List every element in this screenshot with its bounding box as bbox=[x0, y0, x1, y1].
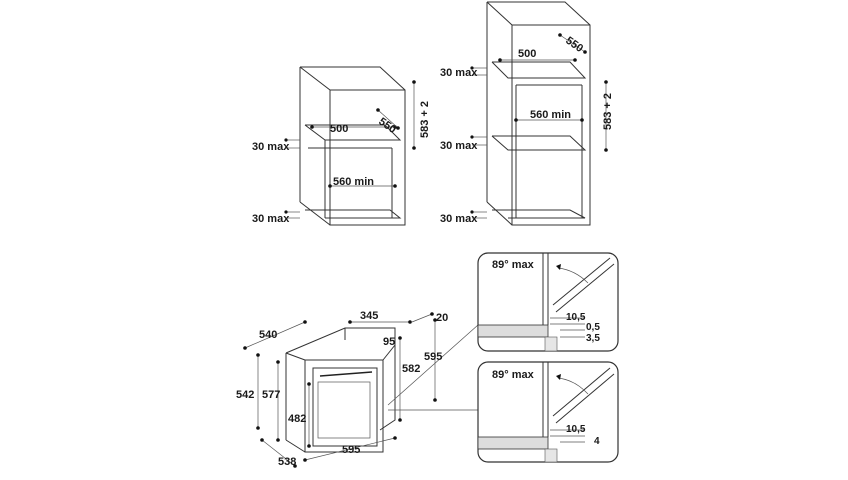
detail-bottom-angle: 89° max bbox=[492, 369, 535, 381]
small-gap-bottom: 30 max bbox=[252, 213, 290, 225]
tall-inner-width: 560 min bbox=[530, 109, 571, 121]
cabinet-tall: 500 550 583 + 2 30 max 560 min 30 max 30… bbox=[440, 1, 614, 226]
oven-depth-bottom: 538 bbox=[278, 456, 296, 468]
tall-width-top: 500 bbox=[518, 48, 536, 60]
oven-height-window: 482 bbox=[288, 413, 306, 425]
detail-panel-bottom: 89° max 10,5 4 bbox=[477, 361, 619, 463]
tall-gap-mid: 30 max bbox=[440, 140, 478, 152]
oven-depth-top: 540 bbox=[259, 329, 277, 341]
cabinet-small: 500 550 583 + 2 30 max 560 min 30 max bbox=[252, 66, 431, 226]
oven-height-left2: 577 bbox=[262, 389, 280, 401]
oven-offset-side: 95 bbox=[383, 336, 395, 348]
oven-height-left: 542 bbox=[236, 389, 254, 401]
oven-diagram: 540 345 20 95 595 582 542 577 482 595 53… bbox=[236, 310, 479, 468]
tall-depth: 550 bbox=[563, 35, 585, 55]
tall-height: 583 + 2 bbox=[602, 93, 614, 130]
detail-bottom-gap-a: 10,5 bbox=[566, 424, 586, 435]
oven-width-bottom: 595 bbox=[342, 444, 360, 456]
oven-depth-body: 345 bbox=[360, 310, 378, 322]
detail-top-gap-b: 0,5 bbox=[586, 322, 600, 333]
small-height: 583 + 2 bbox=[419, 101, 431, 138]
oven-height-total: 595 bbox=[424, 351, 442, 363]
detail-panel-top: 89° max 10,5 0,5 3,5 bbox=[477, 252, 619, 352]
detail-top-gap-a: 10,5 bbox=[566, 312, 586, 323]
tall-gap-bottom: 30 max bbox=[440, 213, 478, 225]
small-gap-top: 30 max bbox=[252, 141, 290, 153]
detail-top-angle: 89° max bbox=[492, 259, 535, 271]
small-inner-width: 560 min bbox=[333, 176, 374, 188]
detail-bottom-gap-b: 4 bbox=[594, 436, 600, 447]
small-depth: 550 bbox=[376, 116, 398, 136]
small-width-top: 500 bbox=[330, 123, 348, 135]
detail-top-gap-c: 3,5 bbox=[586, 333, 600, 344]
oven-offset-top: 20 bbox=[436, 312, 448, 324]
oven-height-front: 582 bbox=[402, 363, 420, 375]
tall-gap-top: 30 max bbox=[440, 67, 478, 79]
